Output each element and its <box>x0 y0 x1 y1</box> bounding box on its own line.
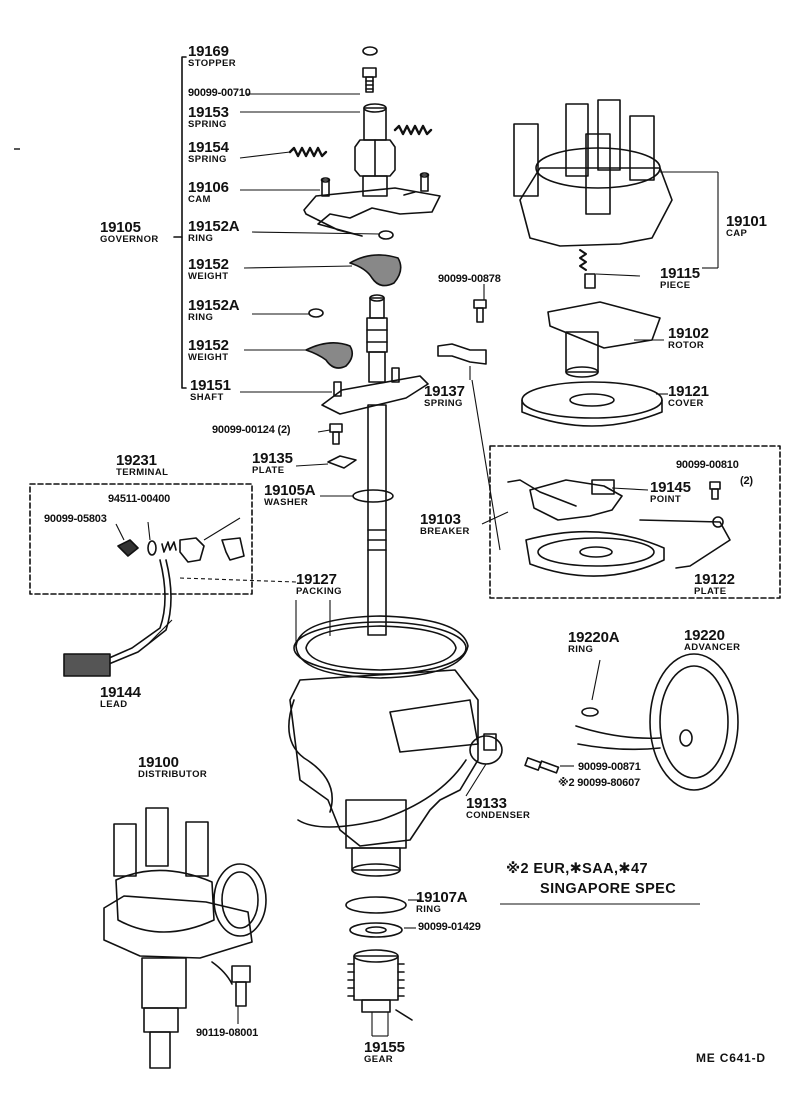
breaker-plate-icon <box>525 530 665 577</box>
partno-94511-00400: 94511-00400 <box>108 493 171 505</box>
assembled-distributor-icon <box>103 807 267 1069</box>
distributor-housing-icon <box>288 615 479 877</box>
weight-icon <box>349 254 402 287</box>
partno-90099-00871: 90099-00871 <box>578 761 641 773</box>
cover-icon <box>521 381 663 427</box>
lead-connector-icon <box>63 653 111 677</box>
spring-icon <box>288 146 328 158</box>
screw-icon <box>329 423 343 445</box>
screw-icon <box>473 299 487 323</box>
spec-note-line2: SINGAPORE SPEC <box>540 881 677 897</box>
cam-icon <box>303 103 441 237</box>
ground-wire <box>639 519 731 569</box>
partno-90099-00810: 90099-00810 <box>676 459 739 471</box>
breaker-kit-box <box>489 445 781 599</box>
gear-icon <box>347 949 413 1021</box>
washer-icon <box>352 489 394 503</box>
vacuum-advancer-icon <box>575 653 739 791</box>
shaft-icon <box>321 294 429 636</box>
partno-90099-00710: 90099-00710 <box>188 87 251 99</box>
weight-icon <box>305 342 354 369</box>
partno-90099-00878: 90099-00878 <box>438 273 501 285</box>
screw-icon <box>231 965 251 1007</box>
diagram-code: ME C641-D <box>696 1051 766 1065</box>
partno-90099-80607: ※2 90099-80607 <box>558 777 640 789</box>
partno-90099-00810-qty: (2) <box>740 475 753 487</box>
lead-wire <box>99 559 166 663</box>
screw-icon <box>524 757 560 774</box>
partno-90099-00124: 90099-00124 (2) <box>212 424 291 436</box>
ring-icon <box>308 308 324 318</box>
packing-icon <box>293 621 467 675</box>
spring-icon <box>393 124 433 136</box>
spring-icon <box>437 343 487 365</box>
plate-icon <box>327 455 357 469</box>
spec-note-line1: ※2 EUR,✱SAA,✱47 <box>506 861 648 877</box>
ring-icon <box>378 230 394 240</box>
governor-bracket <box>181 56 187 389</box>
terminal-parts-icon <box>117 537 245 563</box>
contact-point-icon <box>507 479 623 521</box>
terminal-kit-box <box>29 483 253 595</box>
lead-wire <box>103 559 172 667</box>
partno-90099-01429: 90099-01429 <box>418 921 481 933</box>
screw-icon <box>709 481 721 500</box>
stopper-icon <box>362 46 378 56</box>
washer-icon <box>349 922 403 938</box>
distributor-cap-icon <box>513 99 673 289</box>
ring-icon <box>345 896 407 914</box>
partno-90119-08001: 90119-08001 <box>196 1027 259 1039</box>
partno-90099-05803: 90099-05803 <box>44 513 107 525</box>
screw-icon <box>362 67 377 93</box>
